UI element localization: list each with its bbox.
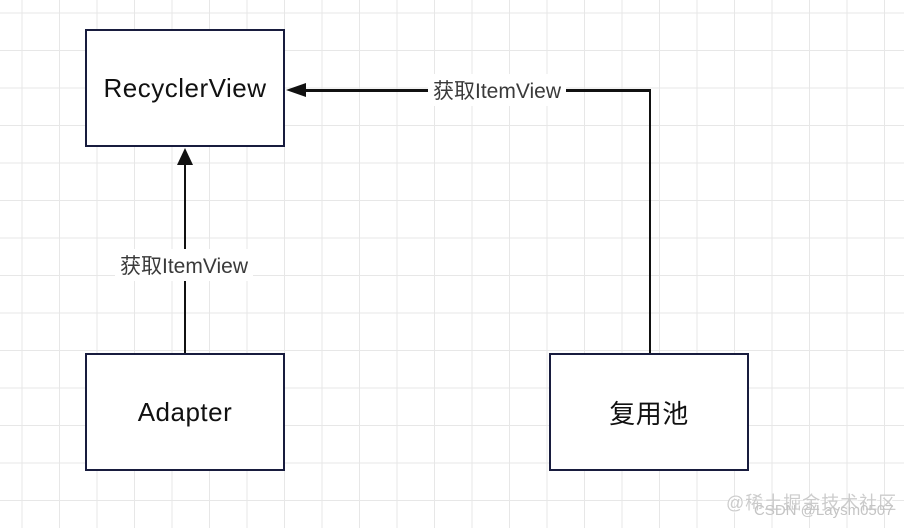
watermark-csdn: CSDN @Laysm0507 [754,502,894,519]
edge-pool-to-recyclerview-label: 获取ItemView [428,74,566,106]
edge-pool-to-recyclerview-vertical-line [648,89,651,353]
watermark-juejin: @稀土掘金技术社区 [726,493,898,513]
node-recyclerview-label: RecyclerView [103,72,267,103]
node-adapter: Adapter [85,353,285,471]
node-recyclerview: RecyclerView [85,29,285,147]
node-reuse-pool-label: 复用池 [609,398,689,429]
node-adapter-label: Adapter [137,396,233,427]
node-reuse-pool: 复用池 [549,353,749,471]
edge-adapter-to-recyclerview-label: 获取ItemView [115,249,253,281]
arrowhead-left-icon [286,83,306,97]
arrowhead-up-icon [177,148,193,165]
